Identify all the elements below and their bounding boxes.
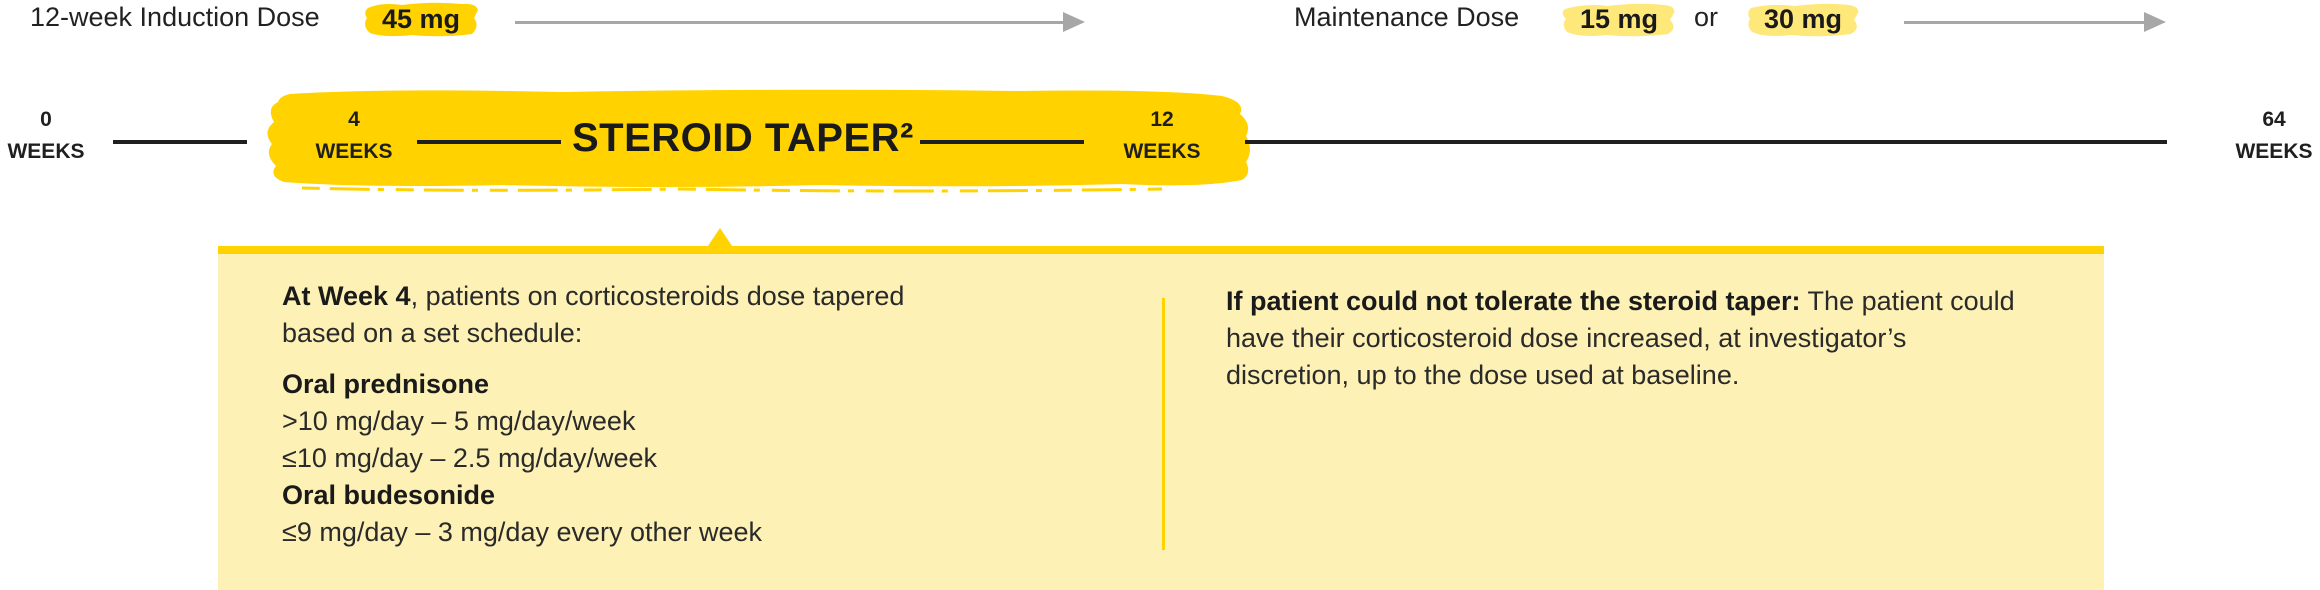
- intolerance-line-1: If patient could not tolerate the steroi…: [1226, 283, 2066, 320]
- timeline-line-segment: [417, 140, 561, 144]
- timeline-tick-0: 0 WEEKS: [0, 104, 92, 168]
- timeline-tick-64: 64 WEEKS: [2228, 104, 2320, 168]
- budesonide-heading: Oral budesonide: [282, 480, 496, 510]
- taper-schedule-column: At Week 4, patients on corticosteroids d…: [282, 278, 1122, 551]
- maintenance-arrow: [1904, 12, 2166, 32]
- week4-bold: At Week 4: [282, 281, 411, 311]
- intro-line-1: At Week 4, patients on corticosteroids d…: [282, 278, 1122, 315]
- intolerance-line-2: have their corticosteroid dose increased…: [1226, 323, 1907, 353]
- maintenance-dose-badge-15: 15 mg: [1560, 0, 1678, 38]
- intolerance-line-3: discretion, up to the dose used at basel…: [1226, 360, 1740, 390]
- maintenance-dose-value-30: 30 mg: [1763, 4, 1843, 34]
- induction-dose-badge: 45 mg: [362, 0, 480, 38]
- tick-number: 0: [40, 108, 52, 131]
- prednisone-item: ≤10 mg/day – 2.5 mg/day/week: [282, 443, 658, 473]
- steroid-taper-band: [262, 88, 1252, 196]
- intro-text: , patients on corticosteroids dose taper…: [410, 281, 905, 311]
- taper-info-panel: [218, 246, 2104, 590]
- maintenance-dose-badge-30: 30 mg: [1745, 0, 1861, 38]
- maintenance-dose-value-15: 15 mg: [1579, 4, 1659, 34]
- intolerance-bold: If patient could not tolerate the steroi…: [1226, 286, 1801, 316]
- brush-highlight: [1748, 3, 1859, 37]
- budesonide-item: ≤9 mg/day – 3 mg/day every other week: [282, 517, 763, 547]
- timeline-line-segment: [113, 140, 247, 144]
- prednisone-heading: Oral prednisone: [282, 369, 490, 399]
- induction-arrow: [515, 12, 1085, 32]
- timeline-line-segment: [920, 140, 1084, 144]
- tick-unit: WEEKS: [7, 140, 85, 163]
- prednisone-item: >10 mg/day – 5 mg/day/week: [282, 406, 636, 436]
- steroid-taper-title: STEROID TAPER²: [572, 116, 914, 160]
- tick-unit: WEEKS: [315, 140, 393, 163]
- tick-unit: WEEKS: [2235, 140, 2313, 163]
- maintenance-dose-label: Maintenance Dose: [1294, 2, 1520, 32]
- intro-line-2: based on a set schedule:: [282, 318, 583, 348]
- timeline-tick-4: 4 WEEKS: [304, 104, 404, 168]
- tick-number: 4: [348, 108, 360, 131]
- brush-highlight: [1562, 3, 1675, 37]
- tick-number: 12: [1150, 108, 1174, 131]
- panel-column-divider: [1162, 298, 1165, 550]
- taper-intolerance-column: If patient could not tolerate the steroi…: [1226, 283, 2066, 394]
- induction-dose-value: 45 mg: [381, 4, 461, 34]
- induction-dose-label: 12-week Induction Dose: [30, 2, 320, 32]
- or-label: or: [1694, 2, 1719, 32]
- brush-highlight: [365, 2, 478, 37]
- taper-brush-shape: [267, 89, 1250, 193]
- timeline-tick-12: 12 WEEKS: [1112, 104, 1212, 168]
- timeline-line-segment: [1245, 140, 2167, 144]
- intolerance-text: The patient could: [1800, 286, 2015, 316]
- tick-number: 64: [2262, 108, 2286, 131]
- tick-unit: WEEKS: [1123, 140, 1201, 163]
- panel-pointer: [708, 228, 732, 246]
